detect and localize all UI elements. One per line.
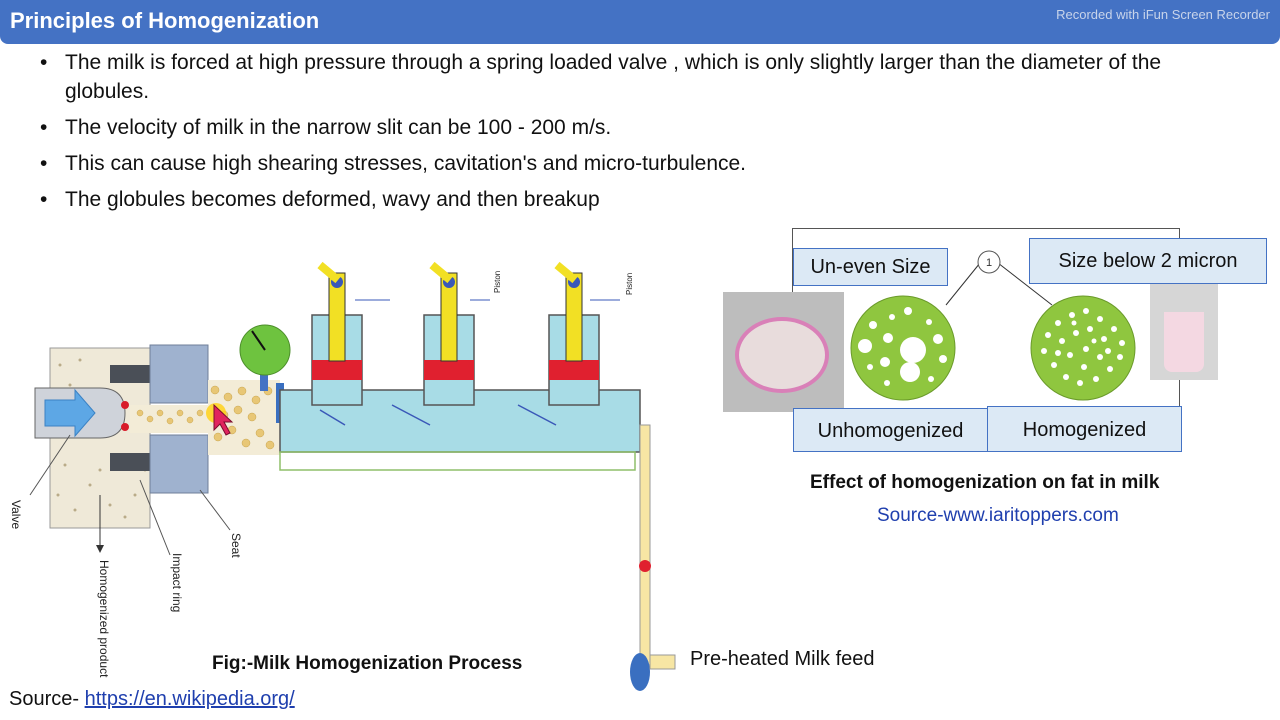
marker-number: 1 xyxy=(986,257,992,269)
label-seat: Seat xyxy=(229,533,243,558)
source-prefix: Source- xyxy=(9,688,85,710)
impact-ring-upper xyxy=(110,365,150,383)
right-figure-source: Source-www.iaritoppers.com xyxy=(877,505,1119,526)
fat-globules xyxy=(136,385,275,450)
label-pre-heated-milk-feed: Pre-heated Milk feed xyxy=(690,648,875,670)
recorder-watermark: Recorded with iFun Screen Recorder xyxy=(1056,7,1270,22)
label-homogenized-product: Homogenized product xyxy=(97,560,111,678)
bullet-list: The milk is forced at high pressure thro… xyxy=(40,48,1240,221)
homogenized-disk xyxy=(1030,295,1136,401)
uneven-size-box: Un-even Size xyxy=(793,248,948,286)
seat-upper xyxy=(149,344,209,404)
flow-arrow-icon xyxy=(44,388,96,438)
mouse-cursor-icon xyxy=(213,403,234,436)
feed-pump-icon xyxy=(630,653,650,691)
left-figure-caption: Fig:-Milk Homogenization Process xyxy=(212,653,523,674)
label-impact-ring: Impact ring xyxy=(170,553,184,612)
unhomogenized-box: Unhomogenized xyxy=(793,408,988,452)
homogenized-milk-photo xyxy=(1150,282,1218,380)
pump-cylinder-1 xyxy=(311,272,363,426)
bullet-item: The velocity of milk in the narrow slit … xyxy=(40,113,1240,142)
homogenized-box: Homogenized xyxy=(987,406,1182,452)
label-piston-2: Piston xyxy=(625,273,634,295)
right-figure-caption: Effect of homogenization on fat in milk xyxy=(810,472,1160,493)
source-link[interactable]: https://en.wikipedia.org/ xyxy=(84,688,295,710)
title-bar: Principles of Homogenization Recorded wi… xyxy=(0,0,1280,44)
label-valve: Valve xyxy=(9,500,23,529)
seat-lower xyxy=(149,434,209,494)
impact-ring-lower xyxy=(110,453,150,471)
marker-circle xyxy=(977,250,1001,274)
homogenizer-diagram: Valve Homogenized product Impact ring Se… xyxy=(9,261,676,691)
size-below-2-micron-box: Size below 2 micron xyxy=(1029,238,1267,284)
pump-cylinder-2 xyxy=(391,272,475,426)
fat-globule-comparison: 1 xyxy=(850,250,1136,401)
feed-pipe xyxy=(639,424,651,666)
bullet-item: The milk is forced at high pressure thro… xyxy=(40,48,1240,106)
gauge-stem xyxy=(260,365,268,391)
label-piston-1: Piston xyxy=(493,271,502,293)
unhomogenized-milk-photo xyxy=(723,292,844,412)
bullet-item: The globules becomes deformed, wavy and … xyxy=(40,185,1240,214)
bullet-item: This can cause high shearing stresses, c… xyxy=(40,149,1240,178)
page-title: Principles of Homogenization xyxy=(10,8,320,33)
source-line: Source- https://en.wikipedia.org/ xyxy=(9,688,295,711)
